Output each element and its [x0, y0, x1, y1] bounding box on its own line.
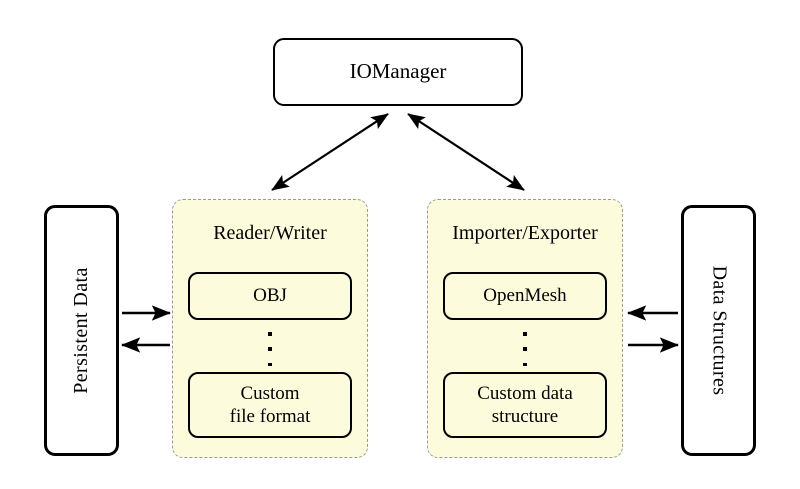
ellipsis-dot: [268, 362, 272, 366]
item-line-1: Custom: [240, 382, 300, 404]
item-openmesh-label: OpenMesh: [483, 285, 567, 307]
item-custom-file-format-label: Custom file format: [230, 382, 311, 428]
node-iomanager[interactable]: IOManager: [273, 38, 523, 106]
item-obj-label: OBJ: [253, 285, 287, 307]
ellipsis-reader-writer: [173, 332, 367, 366]
node-data-structures[interactable]: Data Structures: [681, 205, 756, 456]
group-importer-exporter-title: Importer/Exporter: [452, 222, 598, 244]
ellipsis-dot: [523, 347, 527, 351]
group-reader-writer-title: Reader/Writer: [213, 222, 327, 244]
item-line-2: structure: [491, 406, 559, 427]
group-reader-writer[interactable]: Reader/Writer OBJ Custom file format: [172, 199, 368, 458]
node-data-structures-label: Data Structures: [708, 265, 731, 396]
item-custom-data-structure-label: Custom data structure: [477, 382, 573, 428]
item-line-1: Custom data: [477, 382, 573, 404]
ellipsis-dot: [523, 332, 527, 336]
connector-manager-importer-exporter: [407, 113, 525, 191]
item-obj[interactable]: OBJ: [188, 272, 352, 320]
item-line-2: file format: [229, 406, 311, 427]
item-custom-data-structure[interactable]: Custom data structure: [443, 372, 607, 438]
node-persistent-data[interactable]: Persistent Data: [44, 205, 119, 456]
node-persistent-data-label: Persistent Data: [70, 267, 92, 394]
item-openmesh[interactable]: OpenMesh: [443, 272, 607, 320]
ellipsis-dot: [523, 362, 527, 366]
item-custom-file-format[interactable]: Custom file format: [188, 372, 352, 438]
ellipsis-dot: [268, 347, 272, 351]
node-iomanager-label: IOManager: [349, 59, 447, 84]
ellipsis-dot: [268, 332, 272, 336]
ellipsis-importer-exporter: [428, 332, 622, 366]
group-importer-exporter[interactable]: Importer/Exporter OpenMesh Custom data s…: [427, 199, 623, 458]
connector-manager-reader-writer: [271, 113, 389, 191]
